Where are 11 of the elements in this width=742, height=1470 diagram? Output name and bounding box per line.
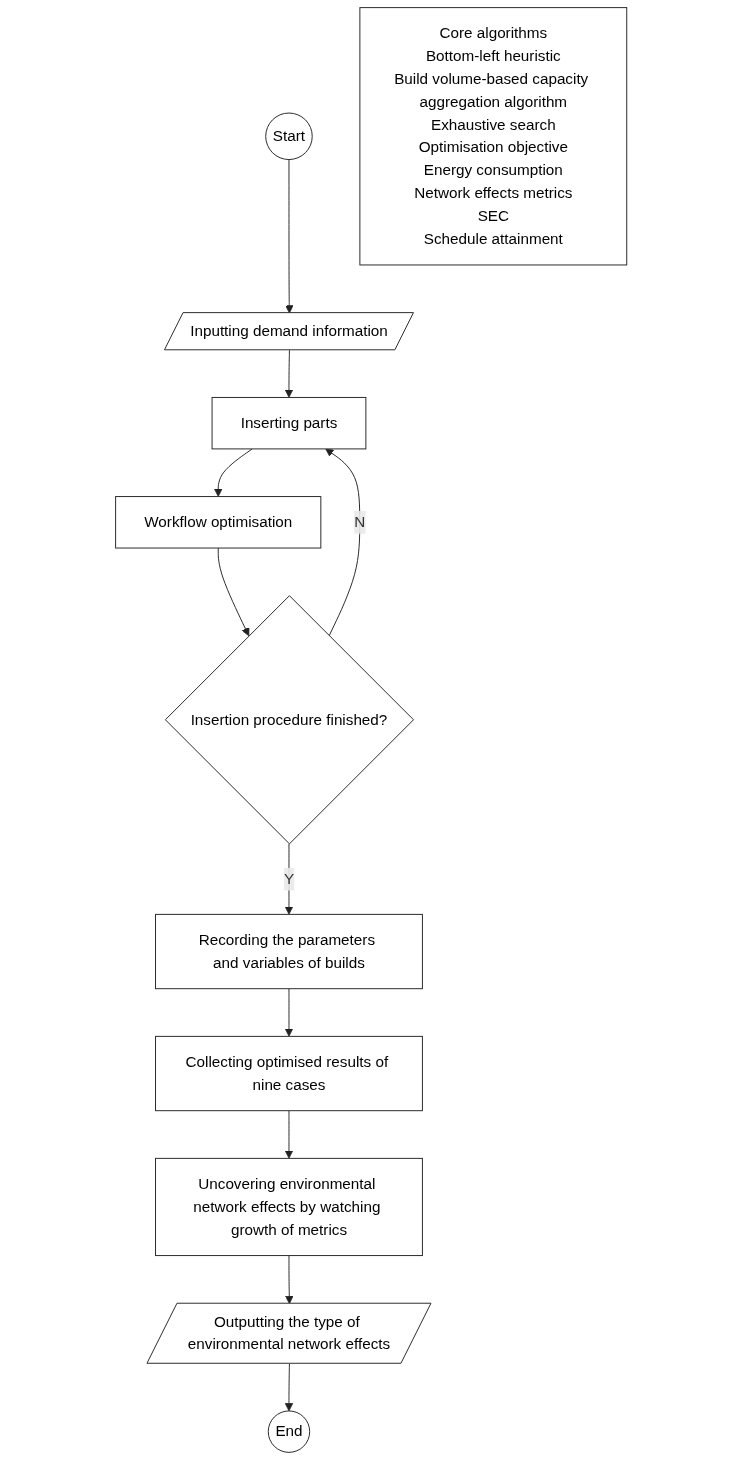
node-box: Uncovering environmental network effects by watching growth of metrics xyxy=(154,1157,423,1257)
node-box: Inserting parts xyxy=(211,396,367,450)
edge-label: N xyxy=(354,513,366,530)
node-circle: End xyxy=(267,1410,310,1453)
node-box: Workflow optimisation xyxy=(114,496,322,549)
node-box: Recording the parameters and variables of builds xyxy=(154,913,423,990)
node-diamond: Insertion procedure finished? xyxy=(164,595,414,845)
edge-label: Y xyxy=(283,870,294,887)
node-box: Collecting optimised results of nine cases xyxy=(154,1035,423,1112)
node-box: Core algorithms Bottom-left heuristic Build volume-based capacity aggregation algorithm Exhaustive search Optimisation objective Energy consumption Network effects metrics SEC Schedule attainment xyxy=(359,7,628,266)
node-circle: Start xyxy=(265,112,313,161)
